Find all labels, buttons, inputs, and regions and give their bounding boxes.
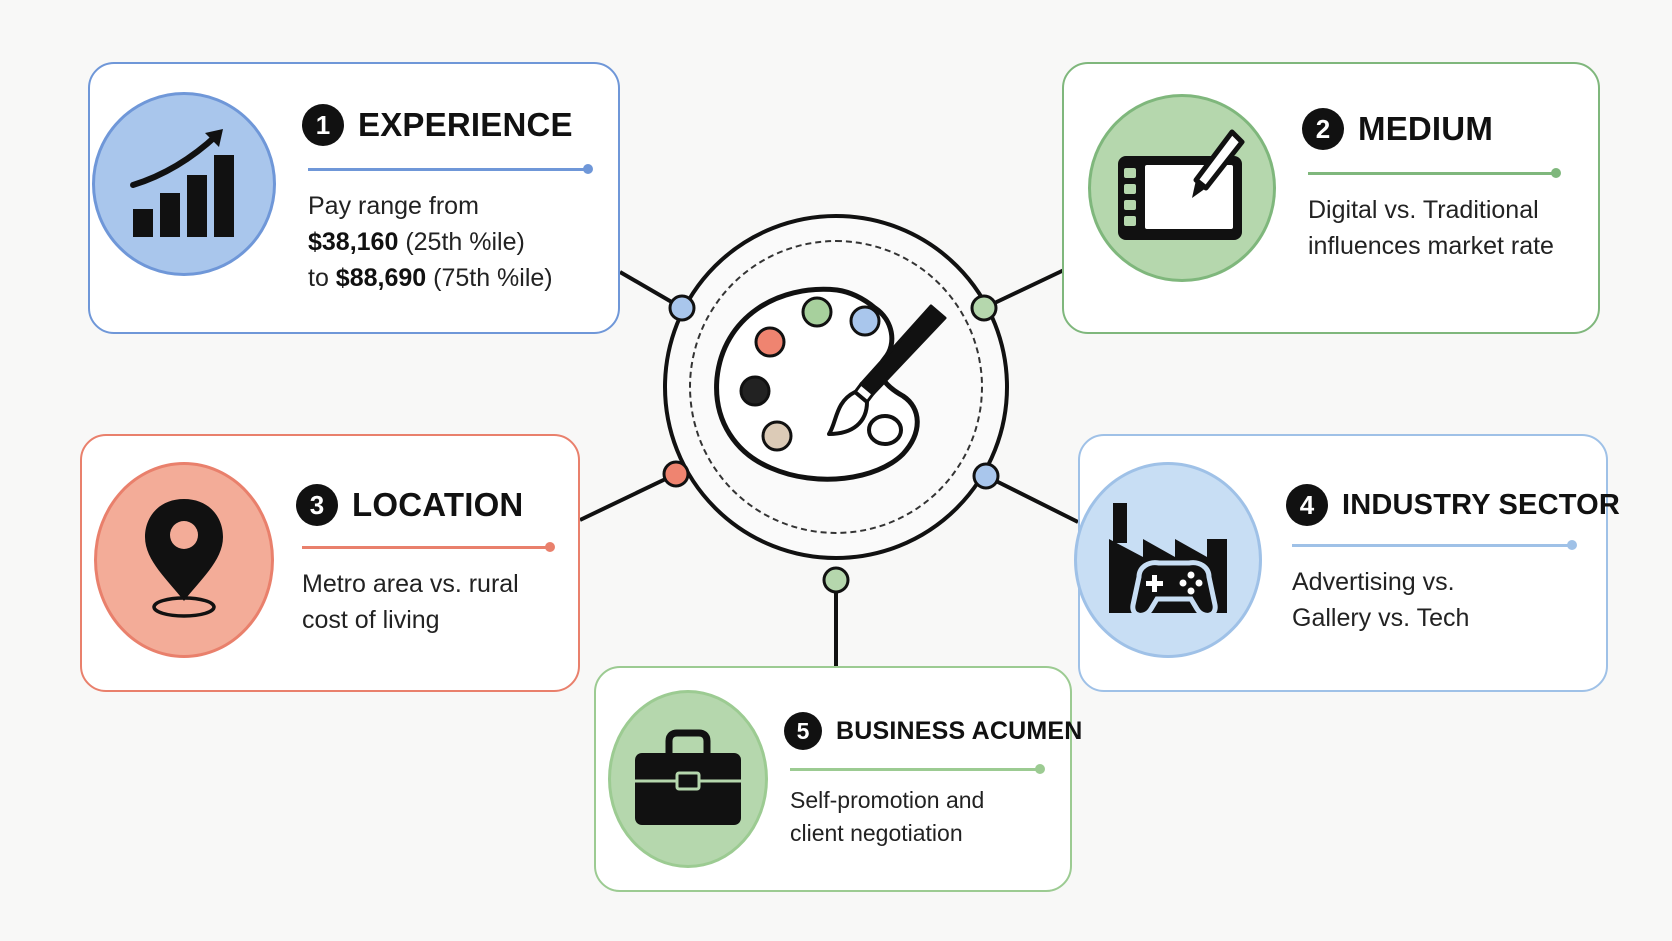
medium-node — [970, 294, 998, 322]
step-number-badge: 5 — [784, 712, 822, 750]
description-line: Advertising vs. — [1292, 568, 1455, 596]
experience-icon-circle — [92, 92, 276, 276]
medium-description: Digital vs. Traditional influences marke… — [1308, 192, 1554, 264]
industry-sector-title-row: 4 INDUSTRY SECTOR — [1286, 484, 1620, 526]
central-hub — [663, 214, 1009, 560]
divider-dot — [1551, 168, 1561, 178]
location-icon-circle — [94, 462, 274, 658]
map-pin-icon — [145, 499, 223, 618]
description-line: client negotiation — [790, 820, 963, 846]
medium-title-row: 2 MEDIUM — [1302, 108, 1493, 150]
pay-75th-value: $88,690 — [335, 264, 427, 292]
divider-dot — [583, 164, 593, 174]
drawing-tablet-icon — [1118, 129, 1245, 240]
business-acumen-description: Self-promotion and client negotiation — [790, 784, 984, 850]
experience-card: 1 EXPERIENCE Pay range from $38,160 (25t… — [88, 62, 620, 334]
divider-dot — [1035, 764, 1045, 774]
step-number-badge: 3 — [296, 484, 338, 526]
location-divider — [302, 542, 555, 552]
description-line: to $88,690 (75th %ile) — [308, 264, 553, 292]
location-title-row: 3 LOCATION — [296, 484, 523, 526]
step-number-badge: 4 — [1286, 484, 1328, 526]
pay-25th-value: $38,160 — [308, 228, 399, 256]
industry-sector-divider — [1292, 540, 1577, 550]
description-line: influences market rate — [1308, 232, 1554, 260]
divider-dot — [1567, 540, 1577, 550]
medium-title: MEDIUM — [1358, 110, 1494, 147]
divider-dot — [545, 542, 555, 552]
growth-chart-icon — [130, 129, 234, 237]
description-line: Gallery vs. Tech — [1292, 604, 1470, 632]
industry-sector-node — [972, 462, 1000, 490]
business-acumen-node — [822, 566, 850, 594]
business-acumen-title: BUSINESS ACUMEN — [836, 716, 1083, 745]
location-card: 3 LOCATION Metro area vs. rural cost of … — [80, 434, 580, 692]
medium-divider — [1308, 168, 1561, 178]
industry-sector-card: 4 INDUSTRY SECTOR Advertising vs. Galler… — [1074, 434, 1620, 692]
medium-icon-circle — [1088, 94, 1276, 282]
experience-title-row: 1 EXPERIENCE — [302, 104, 573, 146]
experience-divider — [308, 164, 593, 174]
palette-brush-icon — [714, 286, 947, 482]
industry-sector-description: Advertising vs. Gallery vs. Tech — [1292, 564, 1469, 636]
hub-dashed-ring — [689, 240, 983, 534]
description-line: Metro area vs. rural — [302, 570, 519, 598]
description-line: $38,160 (25th %ile) — [308, 228, 525, 256]
medium-card: 2 MEDIUM Digital vs. Traditional influen… — [1062, 62, 1600, 334]
step-number-badge: 1 — [302, 104, 344, 146]
experience-node — [668, 294, 696, 322]
location-node — [662, 460, 690, 488]
business-acumen-card: 5 BUSINESS ACUMEN Self-promotion and cli… — [594, 666, 1082, 892]
step-number-badge: 2 — [1302, 108, 1344, 150]
industry-sector-title: INDUSTRY SECTOR — [1342, 488, 1621, 521]
business-acumen-title-row: 5 BUSINESS ACUMEN — [784, 712, 1083, 750]
description-line: cost of living — [302, 606, 440, 634]
industry-sector-icon-circle — [1074, 462, 1262, 658]
business-acumen-divider — [790, 764, 1045, 774]
description-line: Digital vs. Traditional — [1308, 196, 1539, 224]
factory-gamepad-icon — [1109, 503, 1227, 618]
location-title: LOCATION — [352, 486, 524, 523]
briefcase-icon — [635, 729, 741, 825]
location-description: Metro area vs. rural cost of living — [302, 566, 519, 638]
experience-title: EXPERIENCE — [358, 106, 573, 143]
description-line: Pay range from — [308, 192, 479, 220]
business-acumen-icon-circle — [608, 690, 768, 868]
experience-description: Pay range from $38,160 (25th %ile) to $8… — [308, 188, 553, 296]
description-line: Self-promotion and — [790, 787, 985, 813]
